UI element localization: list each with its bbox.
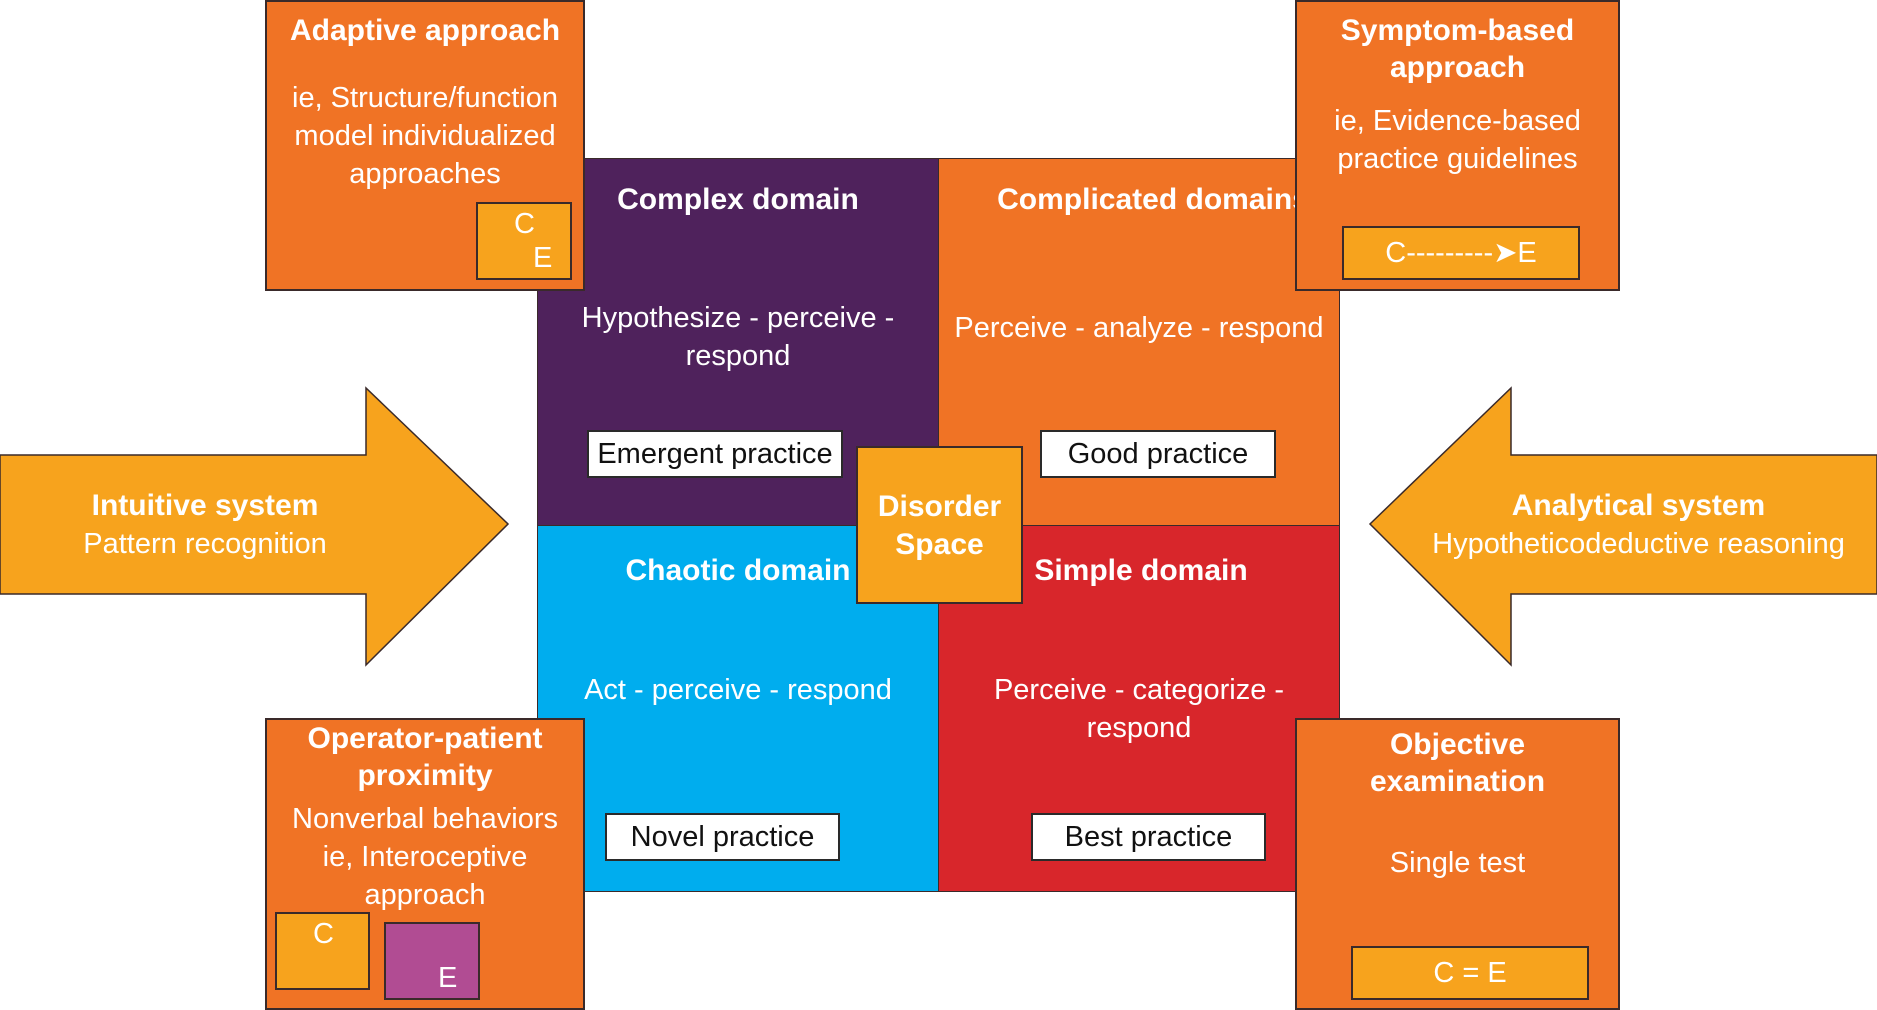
novel-practice-box: Novel practice	[605, 813, 840, 861]
objective-examination-title: Objective examination	[1297, 726, 1618, 800]
intuitive-system-subtitle: Pattern recognition	[83, 528, 327, 560]
operator-patient-title-line-1: Operator-patient	[307, 722, 543, 755]
complex-domain-title: Complex domain	[617, 183, 859, 216]
symptom-based-title-line-2: approach	[1389, 51, 1526, 84]
simple-domain-title: Simple domain	[1034, 554, 1248, 587]
good-practice-box: Good practice	[1040, 430, 1276, 478]
symptom-based-approach-title: Symptom-based approach	[1297, 12, 1618, 86]
disorder-space-line1: Disorder	[877, 490, 1002, 523]
objective-title-line-2: examination	[1369, 765, 1546, 798]
symptom-based-line-1: ie, Evidence-based	[1334, 105, 1581, 137]
chaotic-domain-title: Chaotic domain	[625, 554, 851, 587]
operator-patient-c-badge: C	[275, 912, 370, 990]
complicated-domain-title: Complicated domains	[997, 183, 1309, 216]
symptom-based-ce-badge: C---------➤E	[1342, 226, 1580, 280]
best-practice-box: Best practice	[1031, 813, 1266, 861]
complex-domain-process: Hypothesize - perceive - respond	[581, 302, 895, 372]
analytical-system-title: Analytical system	[1511, 489, 1766, 522]
adaptive-c-label: C	[514, 208, 535, 240]
adaptive-approach-ce-badge: C E	[476, 202, 572, 280]
symptom-based-approach-text: ie, Evidence-based practice guidelines	[1297, 102, 1618, 178]
operator-patient-line-1: Nonverbal behaviors	[292, 803, 558, 835]
operator-e-label: E	[438, 962, 458, 994]
intuitive-system-title: Intuitive system	[91, 489, 319, 522]
adaptive-approach-line-3: approaches	[349, 158, 501, 190]
adaptive-approach-line-2: model individualized	[294, 120, 556, 152]
simple-domain-process: Perceive - categorize - respond	[993, 674, 1285, 744]
operator-patient-line-2: ie, Interoceptive	[322, 841, 528, 873]
symptom-based-line-2: practice guidelines	[1337, 143, 1578, 175]
adaptive-approach-title: Adaptive approach	[289, 14, 561, 47]
operator-patient-title-line-2: proximity	[357, 759, 493, 792]
adaptive-approach-text: ie, Structure/function model individuali…	[267, 79, 583, 193]
disorder-space-line2: Space	[895, 528, 984, 561]
intuitive-arrow-label: Intuitive system Pattern recognition	[20, 487, 390, 563]
analytical-arrow	[1368, 386, 1877, 667]
intuitive-arrow	[0, 386, 510, 667]
disorder-space-box: Disorder Space	[856, 446, 1023, 604]
adaptive-e-label: E	[533, 242, 553, 274]
operator-patient-line-3: approach	[364, 879, 486, 911]
operator-patient-text: Nonverbal behaviors ie, Interoceptive ap…	[267, 800, 583, 914]
symptom-based-title-line-1: Symptom-based	[1340, 14, 1575, 47]
chaotic-domain-process: Act - perceive - respond	[584, 674, 892, 706]
operator-patient-e-badge: E	[384, 922, 480, 1000]
operator-c-label: C	[313, 918, 334, 950]
objective-title-line-1: Objective	[1389, 728, 1526, 761]
emergent-practice-box: Emergent practice	[587, 430, 843, 478]
analytical-system-subtitle: Hypotheticodeductive reasoning	[1432, 528, 1845, 560]
operator-patient-title: Operator-patient proximity	[267, 720, 583, 794]
complicated-domain-process: Perceive - analyze - respond	[954, 312, 1324, 344]
analytical-arrow-label: Analytical system Hypotheticodeductive r…	[1400, 487, 1877, 563]
adaptive-approach-line-1: ie, Structure/function	[292, 82, 558, 114]
objective-examination-badge: C = E	[1351, 946, 1589, 1000]
objective-examination-text: Single test	[1389, 847, 1526, 879]
